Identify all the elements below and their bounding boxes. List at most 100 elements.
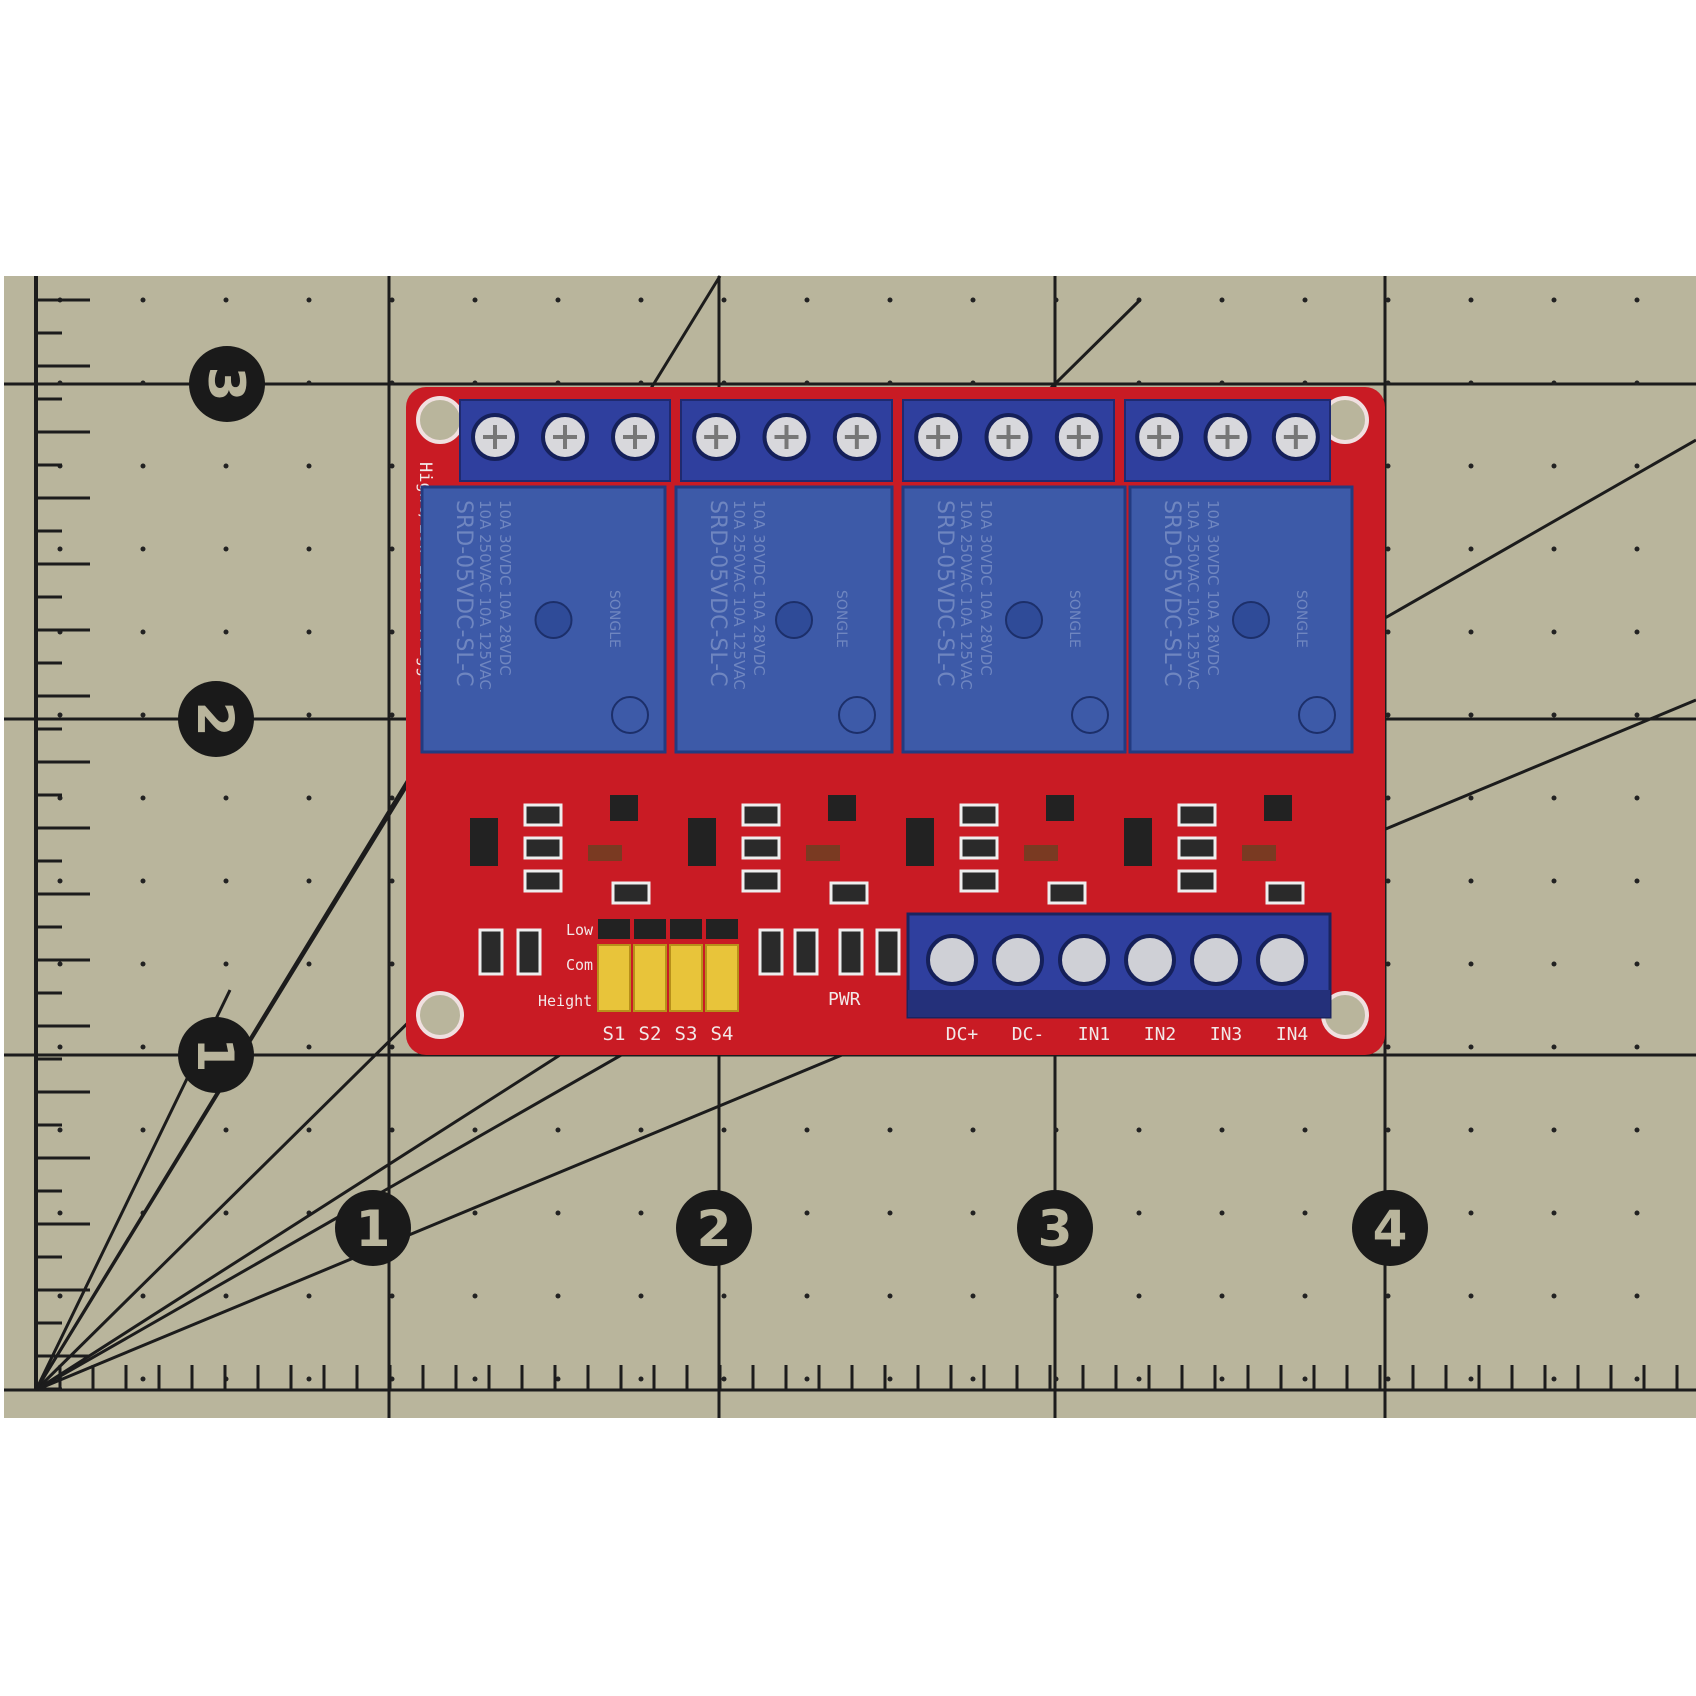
smd-resistor [741, 836, 781, 860]
mat-dot [306, 878, 312, 884]
mat-dot [1385, 629, 1391, 635]
relay-rating1: 10A 250VAC 10A 125VAC [957, 500, 975, 690]
jumper-cap [633, 944, 667, 1012]
smd-resistor [1177, 869, 1217, 893]
mat-dot [472, 380, 478, 386]
mat-dot [1468, 1127, 1474, 1133]
mat-dot [1551, 297, 1557, 303]
ruler-number: 2 [186, 702, 244, 737]
relay-mark [1071, 696, 1109, 734]
mat-dot [389, 297, 395, 303]
mat-dot [804, 1293, 810, 1299]
mat-ruler-ticks [36, 298, 1679, 1391]
mat-dot [1551, 1044, 1557, 1050]
screw-slot [553, 425, 577, 449]
mat-dot [306, 1376, 312, 1382]
mat-dot [57, 961, 63, 967]
mat-dot [1302, 297, 1308, 303]
mat-dot [887, 1376, 893, 1382]
input-label: IN1 [1078, 1024, 1111, 1045]
mat-dot [389, 961, 395, 967]
mat-dot [1468, 961, 1474, 967]
ruler-number: 1 [186, 1038, 244, 1073]
relay-rating2: 10A 30VDC 10A 28VDC [1204, 500, 1222, 676]
input-label: DC- [1012, 1024, 1045, 1045]
mat-dot [1551, 795, 1557, 801]
mat-dot [804, 380, 810, 386]
mat-dot [804, 1376, 810, 1382]
screw-icon [926, 934, 978, 986]
mat-dot [1468, 1210, 1474, 1216]
mat-dot [1634, 961, 1640, 967]
smd-resistor [478, 928, 504, 976]
input-label: IN4 [1276, 1024, 1309, 1045]
mat-dot [389, 712, 395, 718]
mat-dot [970, 1293, 976, 1299]
mat-dot [1551, 961, 1557, 967]
mat-dot [1385, 1376, 1391, 1382]
ruler-number: 3 [1038, 1200, 1073, 1258]
screw-icon [1058, 934, 1110, 986]
mat-dot [306, 629, 312, 635]
header-pin [670, 919, 702, 939]
mat-dot [389, 629, 395, 635]
screw-slot [1215, 425, 1240, 449]
mat-dot [1053, 1376, 1059, 1382]
mat-dot [1634, 1293, 1640, 1299]
mat-dot [887, 380, 893, 386]
mat-dot [389, 546, 395, 552]
mat-dot [1053, 297, 1059, 303]
mat-dot [1551, 1127, 1557, 1133]
mat-dot [1551, 712, 1557, 718]
mat-dot [306, 1127, 312, 1133]
mat-dot [57, 1293, 63, 1299]
mat-dot [1385, 546, 1391, 552]
mat-dot [223, 1127, 229, 1133]
mat-dot [223, 463, 229, 469]
smd-resistor [875, 928, 901, 976]
mat-dot [555, 297, 561, 303]
jumper-cap [597, 944, 631, 1012]
mat-dot [1468, 463, 1474, 469]
trigger-jumpers [597, 919, 739, 1012]
mat-dot [140, 546, 146, 552]
smd-resistor [959, 869, 999, 893]
mat-dot [1468, 1044, 1474, 1050]
mat-dot [140, 297, 146, 303]
relay-output-terminals [459, 399, 1331, 482]
relay-dimple [1232, 601, 1270, 639]
smd-resistor [793, 928, 819, 976]
mat-dot [140, 1127, 146, 1133]
mat-dot [1551, 1293, 1557, 1299]
diode [806, 845, 840, 861]
mat-dot [1219, 1376, 1225, 1382]
mat-dot [970, 380, 976, 386]
mat-dot [1468, 878, 1474, 884]
mat-dot [1634, 546, 1640, 552]
mat-dot [970, 1210, 976, 1216]
mat-dot [1385, 1293, 1391, 1299]
mounting-hole [416, 991, 464, 1039]
high-label: Height [538, 992, 592, 1010]
mat-dot [1385, 1044, 1391, 1050]
mat-dot [1634, 795, 1640, 801]
com-label: Com [566, 956, 593, 974]
mat-dot [140, 878, 146, 884]
mat-dot [306, 961, 312, 967]
relay-dimple [775, 601, 813, 639]
ruler-number-badge [189, 346, 265, 422]
diode [1024, 845, 1058, 861]
mat-dot [223, 629, 229, 635]
mat-dot [1136, 1127, 1142, 1133]
mat-dot [306, 463, 312, 469]
mat-dot [1634, 297, 1640, 303]
mat-dot [389, 1044, 395, 1050]
mat-dot [1634, 1127, 1640, 1133]
ruler-number: 1 [356, 1200, 391, 1258]
diode [588, 845, 622, 861]
mat-dot [555, 1376, 561, 1382]
